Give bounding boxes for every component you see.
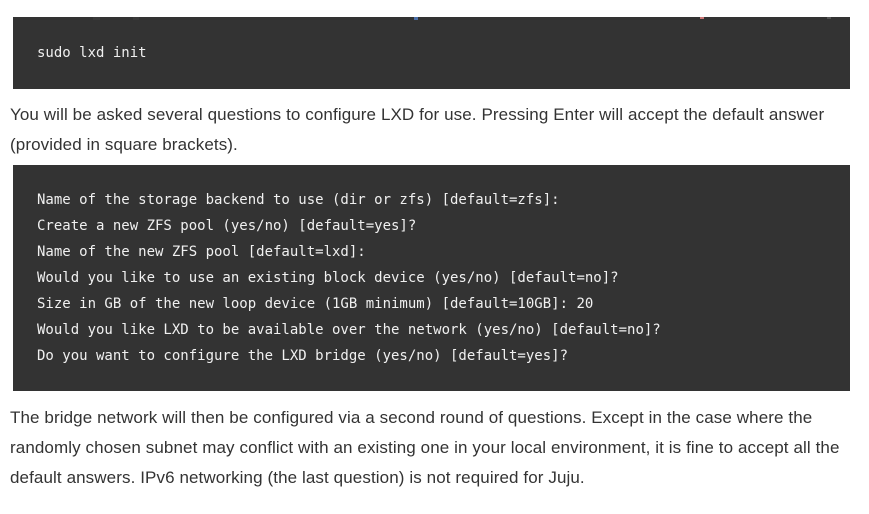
code-line-loop-device-size: Size in GB of the new loop device (1GB m… (37, 296, 594, 312)
code-line-storage-backend: Name of the storage backend to use (dir … (37, 192, 560, 208)
paragraph-configure-lxd: You will be asked several questions to c… (10, 105, 825, 154)
code-block-lxd-init-questions: Name of the storage backend to use (dir … (13, 165, 850, 391)
clipped-text-fragment (93, 17, 100, 20)
code-line-zfs-pool-name: Name of the new ZFS pool [default=lxd]: (37, 244, 366, 260)
clipped-text-fragment (700, 17, 704, 19)
clipped-text-fragment (133, 17, 139, 20)
code-line-network-available: Would you like LXD to be available over … (37, 322, 661, 338)
code-block-lxd-init-command: sudo lxd init (13, 17, 850, 89)
clipped-text-line (0, 17, 869, 21)
code-line-configure-bridge: Do you want to configure the LXD bridge … (37, 348, 569, 364)
code-line-block-device: Would you like to use an existing block … (37, 270, 619, 286)
clipped-text-fragment (827, 17, 831, 19)
code-line: sudo lxd init (37, 45, 147, 61)
clipped-text-fragment (414, 17, 418, 20)
paragraph-bridge-network: The bridge network will then be configur… (10, 408, 840, 487)
docs-page-content: sudo lxd init You will be asked several … (0, 17, 869, 514)
code-line-create-zfs-pool: Create a new ZFS pool (yes/no) [default=… (37, 218, 417, 234)
